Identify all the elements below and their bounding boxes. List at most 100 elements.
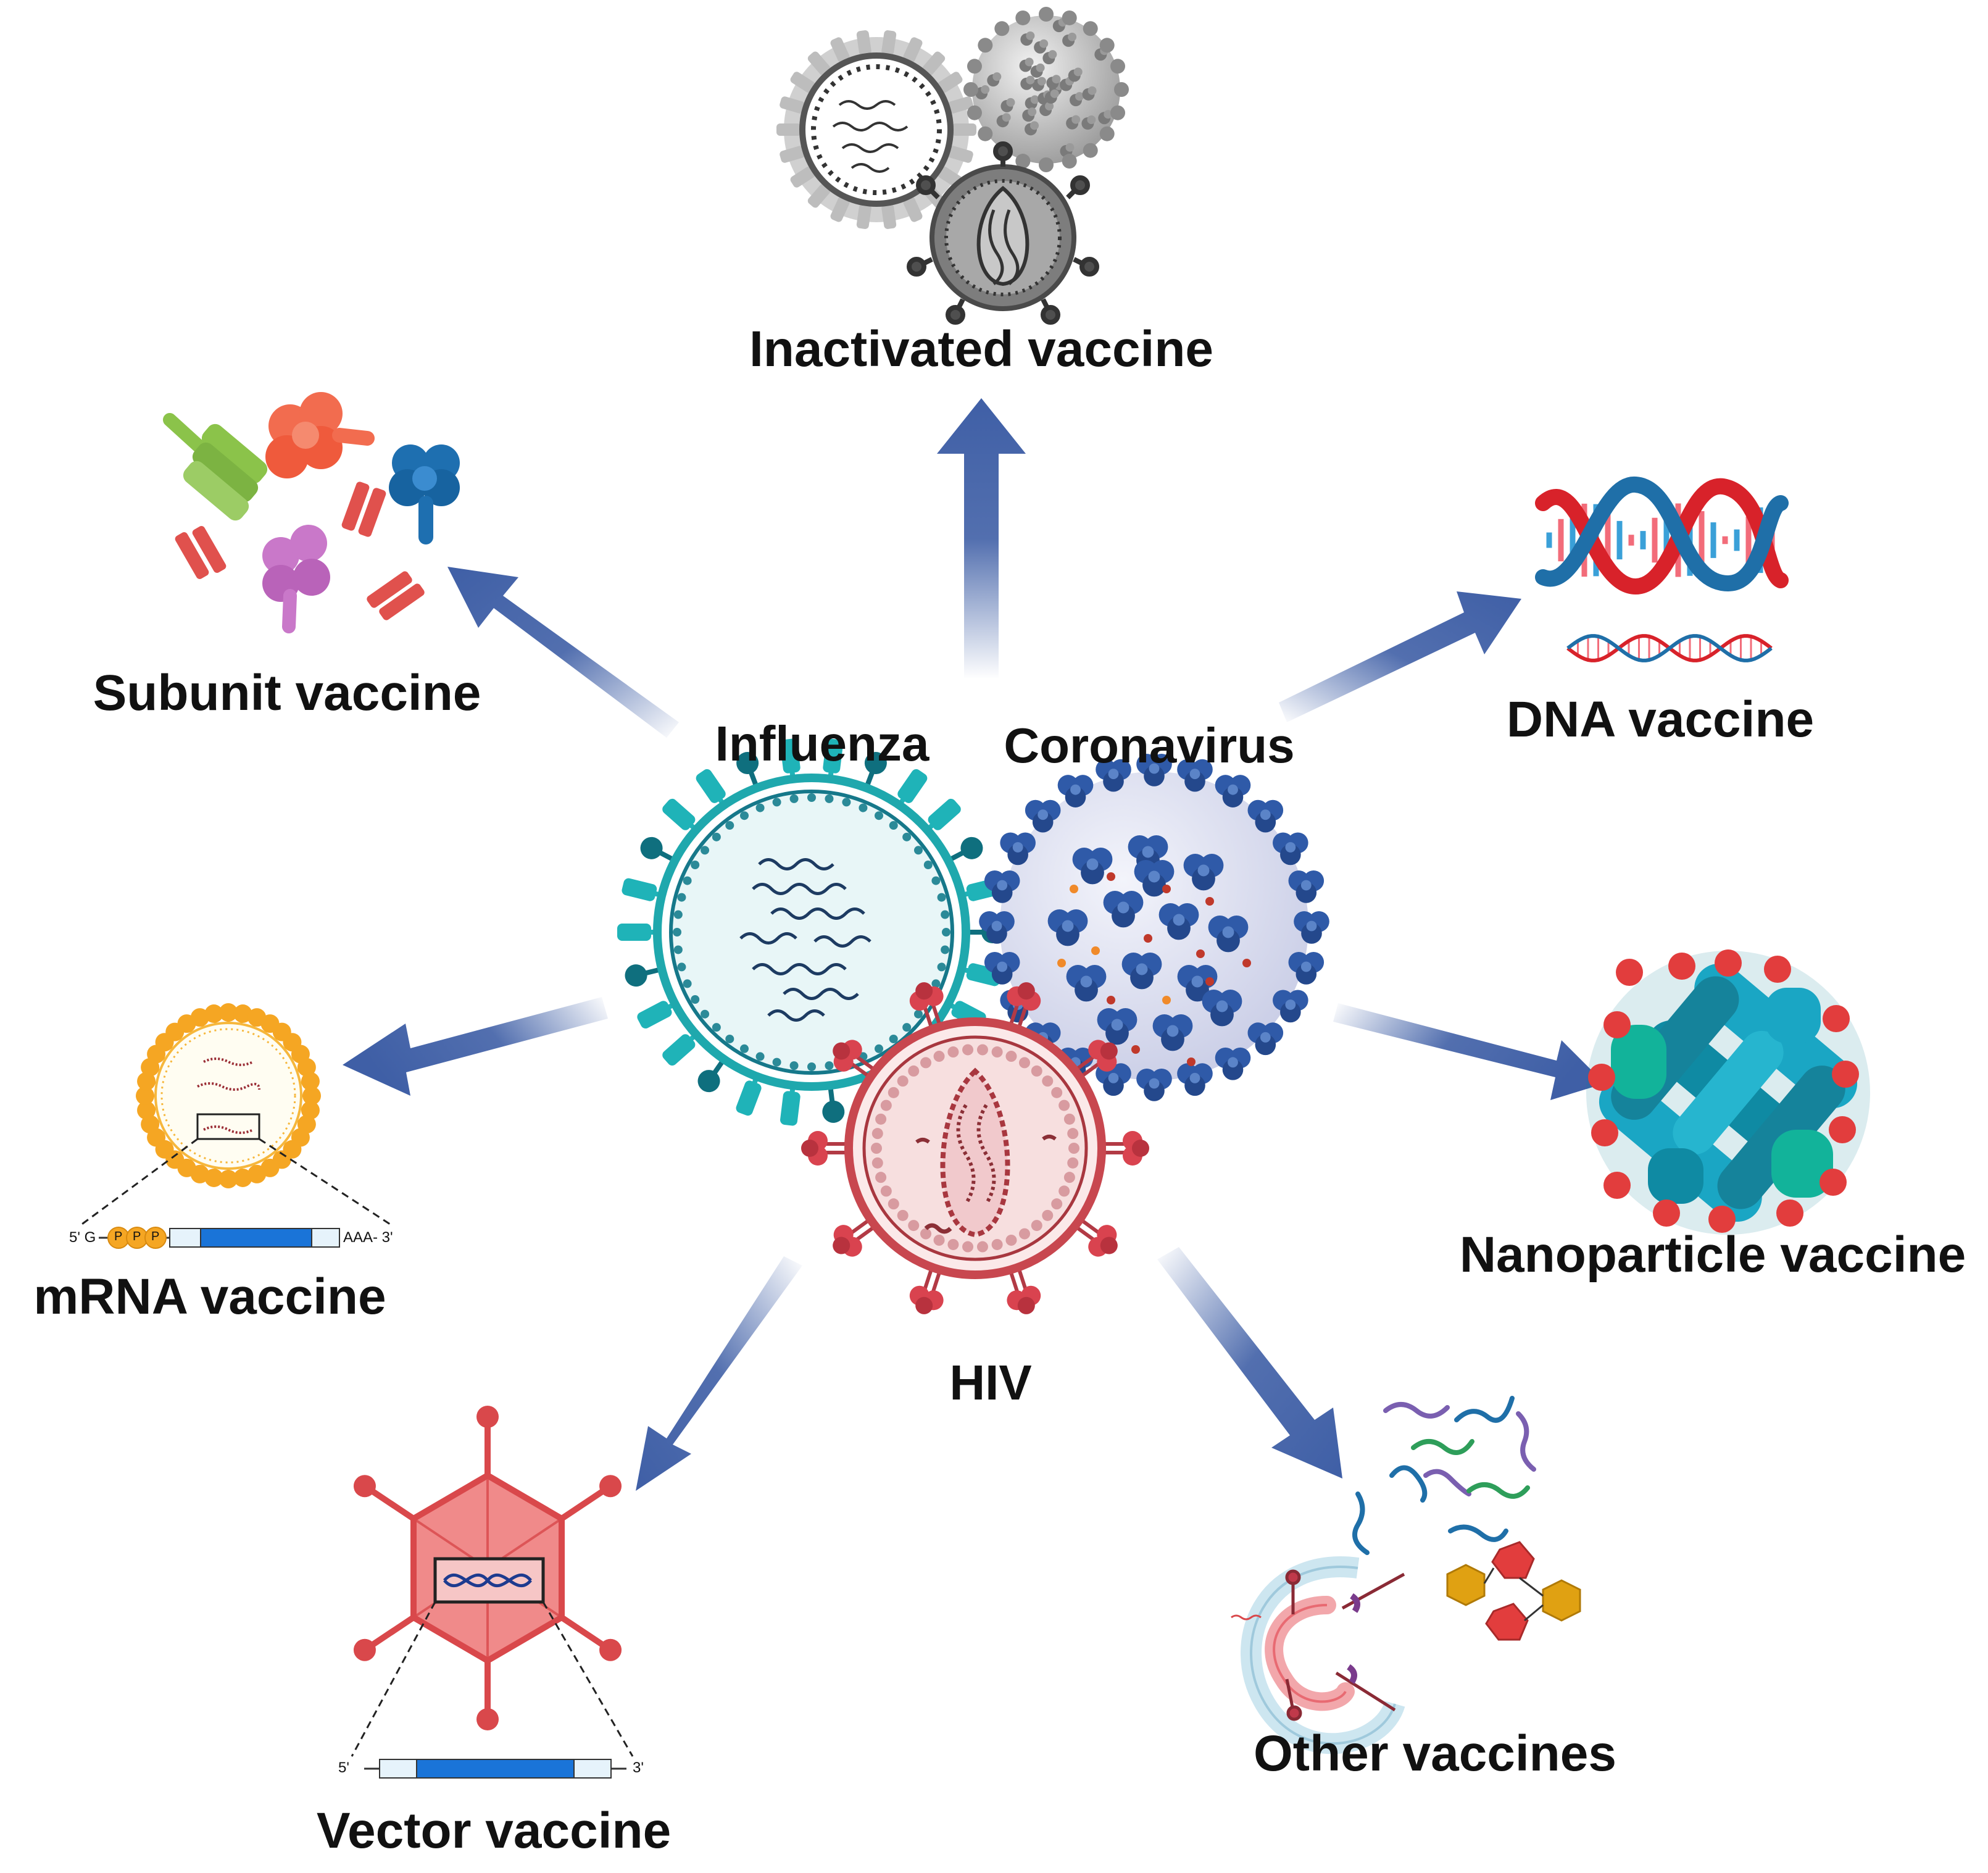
influenza-matrix-dot (913, 1009, 923, 1019)
hiv-matrix-dot (1019, 1228, 1030, 1240)
adenovirus-fiber-knob (476, 1708, 499, 1730)
vector-utr-3 (573, 1759, 612, 1779)
red-peptide-fragments (175, 482, 425, 620)
hiv-matrix-dot (920, 1057, 931, 1069)
nanoparticle-antigen (1829, 1116, 1856, 1143)
other-vaccines-label: Other vaccines (1254, 1725, 1616, 1782)
influenza-matrix-dot (673, 928, 681, 936)
corona-surface-dot (1162, 996, 1171, 1004)
vector-five-prime-label: 5' (338, 1759, 349, 1776)
arrow-to-other (1157, 1247, 1342, 1479)
vector-vaccine-label: Vector vaccine (316, 1803, 672, 1859)
hiv-matrix-dot (875, 1113, 887, 1125)
subunit-vaccine-label: Subunit vaccine (93, 665, 481, 721)
influenza-matrix-dot (677, 893, 686, 902)
hiv-matrix-dot (871, 1157, 883, 1169)
influenza-matrix-dot (931, 979, 941, 988)
corona-surface-dot (1091, 946, 1100, 955)
influenza-matrix-dot (937, 893, 946, 902)
nanoparticle-antigen (1708, 1206, 1736, 1233)
lipid-head (302, 1087, 321, 1105)
adenovirus-fiber-knob (599, 1475, 622, 1498)
lipid-head (204, 1004, 223, 1024)
hiv-envelope-spike (833, 1040, 877, 1079)
arrow-to-inactivated (937, 398, 1026, 679)
influenza-matrix-dot (673, 945, 683, 954)
grey-flu-virion (776, 30, 976, 229)
influenza-matrix-dot (941, 945, 950, 954)
corona-spike (1066, 965, 1107, 1002)
lipid-head (137, 1072, 156, 1091)
corona-spike (984, 951, 1020, 985)
hiv-envelope-spike (909, 982, 944, 1030)
corona-spike (1294, 911, 1329, 944)
lipid-head (190, 1008, 209, 1027)
hiv-matrix-dot (920, 1228, 931, 1240)
influenza-matrix-dot (807, 793, 816, 802)
polysaccharide-conjugates (1446, 1541, 1581, 1641)
influenza-matrix-dot (725, 821, 734, 830)
influenza-matrix-dot (755, 1052, 765, 1061)
hiv-envelope-spike (1007, 1266, 1041, 1314)
corona-spike (1096, 759, 1131, 792)
nanoparticle-antigen (1653, 1199, 1680, 1227)
mrna-phosphate-label-3: P (151, 1230, 160, 1243)
hiv-matrix-dot (880, 1185, 892, 1197)
hiv-matrix-dot (947, 1238, 959, 1250)
arrow-to-dna (1279, 591, 1521, 722)
arrows (343, 398, 1605, 1491)
corona-spike (1136, 1069, 1172, 1101)
nanoparticle-vaccine-icon (1586, 949, 1870, 1235)
corona-surface-dot (1144, 934, 1152, 943)
corona-spike (1273, 832, 1308, 866)
hiv-envelope-spike (801, 1131, 849, 1166)
nanoparticle-antigen (1616, 959, 1643, 986)
nanoparticle-antigen (1715, 949, 1742, 977)
subunit-vaccine-icon (163, 392, 460, 633)
corona-spike (1177, 1063, 1213, 1096)
hiv-matrix-dot (933, 1051, 945, 1062)
influenza-matrix-dot (772, 1057, 781, 1067)
dna-small-helix (1566, 634, 1773, 662)
influenza-matrix-dot (772, 798, 781, 807)
hiv-matrix-dot (875, 1172, 887, 1183)
corona-spike (1247, 1022, 1284, 1056)
hiv-matrix-dot (1067, 1128, 1079, 1140)
influenza-matrix-dot (691, 861, 700, 869)
mrna-coding-region (200, 1228, 312, 1248)
corona-surface-dot (1196, 949, 1205, 958)
hiv-matrix-dot (880, 1099, 892, 1111)
lipid-head (301, 1072, 320, 1091)
influenza-matrix-dot (691, 995, 700, 1004)
corona-spike (1057, 775, 1094, 807)
adenovirus-fiber-knob (599, 1638, 622, 1661)
hiv-matrix-dot (888, 1087, 899, 1098)
influenza-matrix-dot (683, 979, 692, 988)
mrna-vaccine-icon (80, 1003, 393, 1249)
corona-spike (1215, 775, 1251, 807)
green-protein (163, 413, 268, 521)
nanoparticle-antigen (1832, 1061, 1859, 1088)
influenza-matrix-dot (825, 1061, 834, 1070)
hiv-envelope-spike (1007, 982, 1041, 1030)
influenza-matrix-dot (725, 1034, 734, 1043)
influenza-matrix-dot (712, 1023, 721, 1032)
hiv-matrix-dot (1051, 1087, 1063, 1098)
corona-spike (1134, 860, 1175, 897)
influenza-matrix-dot (937, 962, 946, 972)
corona-spike (1158, 903, 1199, 940)
influenza-matrix-dot (902, 1023, 912, 1032)
virus-like-particle (1231, 1556, 1405, 1754)
influenza-matrix-dot (931, 876, 941, 885)
influenza-matrix-dot (740, 811, 749, 820)
influenza-matrix-dot (941, 910, 950, 919)
orange-protein (265, 392, 375, 478)
corona-spike (1025, 799, 1061, 833)
influenza-matrix-dot (825, 794, 834, 803)
corona-spike (1047, 909, 1088, 946)
influenza-matrix-dot (889, 1034, 898, 1043)
arrow-to-subunit (447, 567, 679, 738)
influenza-matrix-dot (875, 1044, 883, 1053)
purple-protein (262, 525, 330, 633)
